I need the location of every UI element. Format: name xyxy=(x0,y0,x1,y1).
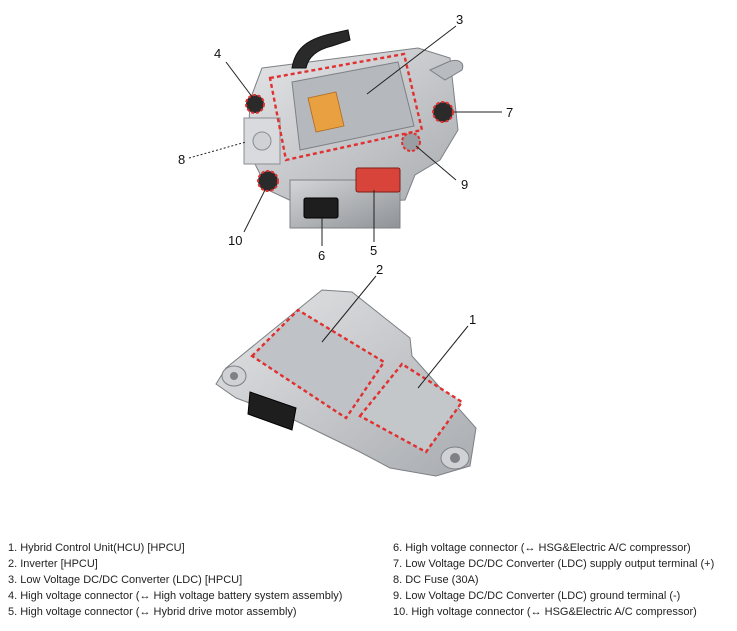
hpcu-bottom-assembly xyxy=(215,289,477,477)
bottom-connector-black xyxy=(247,391,297,431)
callout-2: 2 xyxy=(376,262,383,277)
mount-hole-left xyxy=(230,372,238,380)
bottom-leader-lines xyxy=(321,275,469,389)
dc-fuse-circle xyxy=(252,131,272,151)
callout-3: 3 xyxy=(456,12,463,27)
inverter-highlight xyxy=(250,308,386,420)
callout-9: 9 xyxy=(461,177,468,192)
coolant-hose-black xyxy=(291,29,351,69)
connector-6-black xyxy=(303,197,339,219)
legend-item-1: 1. Hybrid Control Unit(HCU) [HPCU] xyxy=(8,542,185,554)
legend-item-2: 2. Inverter [HPCU] xyxy=(8,558,98,570)
ldc-highlight xyxy=(268,52,424,162)
callout-10: 10 xyxy=(228,233,242,248)
hpcu-component-diagram: 3 4 7 8 9 10 6 5 2 1 xyxy=(178,12,513,477)
callout-5: 5 xyxy=(370,243,377,258)
callout-8: 8 xyxy=(178,152,185,167)
legend-item-7: 7. Low Voltage DC/DC Converter (LDC) sup… xyxy=(393,558,715,570)
legend-item-9: 9. Low Voltage DC/DC Converter (LDC) gro… xyxy=(393,590,681,602)
terminal-7-marker xyxy=(432,101,454,123)
callout-7: 7 xyxy=(506,105,513,120)
terminal-4-marker xyxy=(245,94,265,114)
warning-label xyxy=(307,91,345,133)
callout-6: 6 xyxy=(318,248,325,263)
top-leader-lines xyxy=(188,25,502,246)
connector-5-red xyxy=(355,167,401,193)
hcu-highlight xyxy=(358,362,464,454)
legend-item-10: 10. High voltage connector (↔ HSG&Electr… xyxy=(393,606,697,618)
hpcu-top-assembly xyxy=(243,29,464,229)
legend-column-right: 6. High voltage connector (↔ HSG&Electri… xyxy=(393,540,714,620)
terminal-10-marker xyxy=(257,170,279,192)
coolant-pipe-right xyxy=(428,59,464,81)
legend-item-8: 8. DC Fuse (30A) xyxy=(393,574,479,586)
component-legend: 1. Hybrid Control Unit(HCU) [HPCU] 2. In… xyxy=(0,540,737,628)
callout-4: 4 xyxy=(214,46,221,61)
legend-item-3: 3. Low Voltage DC/DC Converter (LDC) [HP… xyxy=(8,574,243,586)
legend-item-6: 6. High voltage connector (↔ HSG&Electri… xyxy=(393,542,691,554)
callout-1: 1 xyxy=(469,312,476,327)
terminal-9-marker xyxy=(401,132,421,152)
mount-hole-right xyxy=(450,453,460,463)
legend-column-left: 1. Hybrid Control Unit(HCU) [HPCU] 2. In… xyxy=(8,540,342,620)
legend-item-5: 5. High voltage connector (↔ Hybrid driv… xyxy=(8,606,297,618)
legend-item-4: 4. High voltage connector (↔ High voltag… xyxy=(8,590,343,602)
